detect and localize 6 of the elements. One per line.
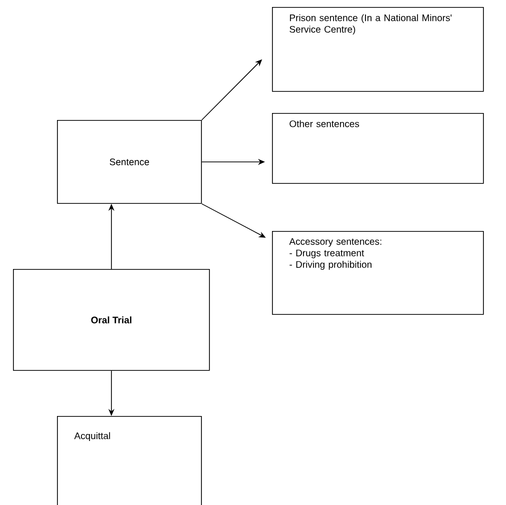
text-box: Prison sentence (In a National Minors' Service Centre) <box>272 7 484 92</box>
text-box: Accessory sentences: - Drugs treatment - Driving prohibition <box>272 231 484 315</box>
text-box: Sentence <box>57 120 202 204</box>
text-box: Oral Trial <box>13 269 210 371</box>
text-box: Acquittal <box>57 416 202 505</box>
text-box: Other sentences <box>272 113 484 184</box>
